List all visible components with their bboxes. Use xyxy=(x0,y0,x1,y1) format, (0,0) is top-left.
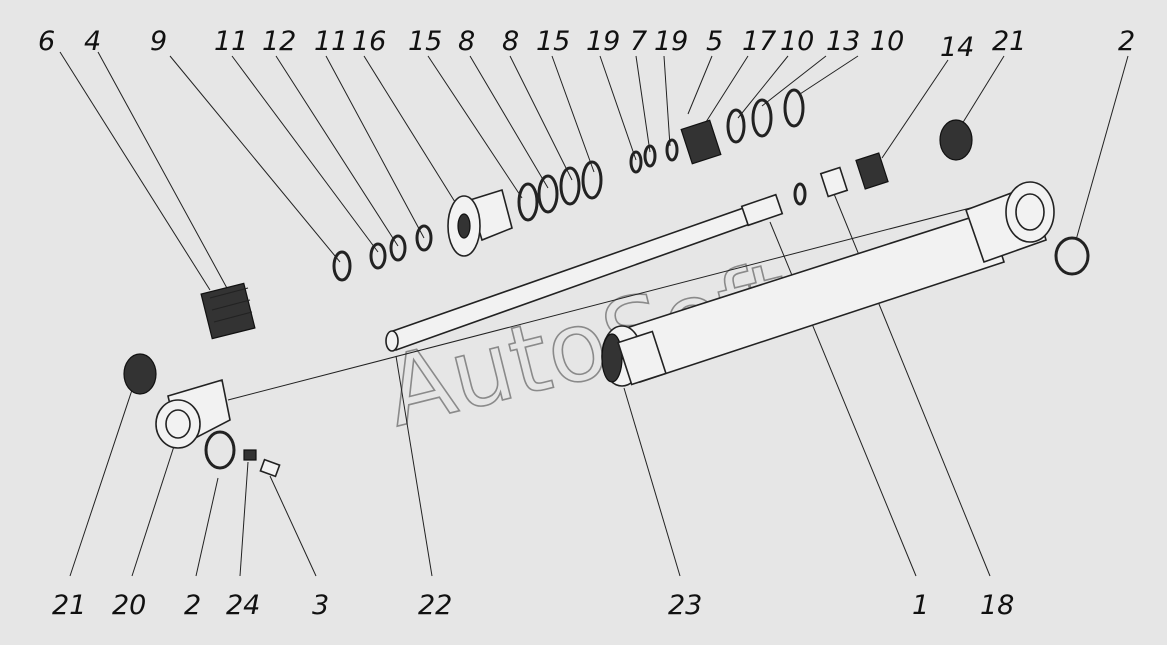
label-19: 19 xyxy=(586,26,620,57)
label-21-bottom: 21 xyxy=(52,590,86,621)
left-end-parts xyxy=(123,353,281,478)
label-10: 10 xyxy=(780,26,814,57)
label-3: 3 xyxy=(312,590,329,621)
label-1: 1 xyxy=(912,590,929,621)
label-15: 15 xyxy=(408,26,442,57)
labels-top: 6 4 9 11 12 11 16 15 8 8 15 19 7 19 5 17… xyxy=(38,26,1135,63)
o-rings-head xyxy=(517,160,603,222)
seal-rings-rod-side xyxy=(332,224,433,282)
label-4: 4 xyxy=(84,26,101,57)
right-end-parts xyxy=(939,119,1090,276)
label-16: 16 xyxy=(352,26,386,57)
label-9: 9 xyxy=(150,26,167,57)
label-8: 8 xyxy=(458,26,475,57)
labels-bottom: 21 20 2 24 3 22 23 1 18 xyxy=(52,590,1014,621)
label-5: 5 xyxy=(706,26,723,57)
label-11b: 11 xyxy=(314,26,348,57)
label-19b: 19 xyxy=(654,26,688,57)
label-10b: 10 xyxy=(870,26,904,57)
label-24: 24 xyxy=(226,590,260,621)
label-18: 18 xyxy=(980,590,1014,621)
leader-lines-bottom xyxy=(69,183,991,577)
bolt-set xyxy=(200,282,256,340)
cushion-and-nut xyxy=(793,152,889,206)
label-6: 6 xyxy=(38,26,55,57)
label-2: 2 xyxy=(1118,26,1135,57)
part-piston-rod xyxy=(385,193,784,352)
assembly-axis xyxy=(227,189,1041,401)
label-12: 12 xyxy=(262,26,296,57)
label-22: 22 xyxy=(418,590,452,621)
label-17: 17 xyxy=(742,26,776,57)
label-21: 21 xyxy=(992,26,1026,57)
label-14: 14 xyxy=(940,32,974,63)
label-13: 13 xyxy=(826,26,860,57)
piston-group xyxy=(629,88,805,174)
part-cylinder-head xyxy=(447,188,513,257)
label-11: 11 xyxy=(214,26,248,57)
leader-lines-top xyxy=(59,51,1129,291)
part-cylinder-barrel xyxy=(601,181,1055,387)
label-8b: 8 xyxy=(502,26,519,57)
label-7: 7 xyxy=(630,26,647,57)
label-2-bottom: 2 xyxy=(184,590,201,621)
label-23: 23 xyxy=(668,590,702,621)
label-20: 20 xyxy=(112,590,146,621)
label-15b: 15 xyxy=(536,26,570,57)
